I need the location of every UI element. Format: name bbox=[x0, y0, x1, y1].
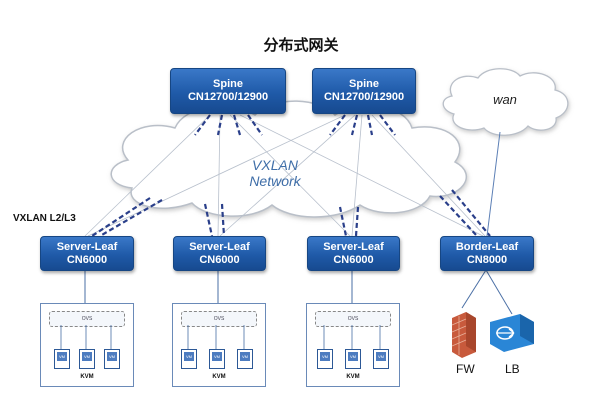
leaf-1-model: CN6000 bbox=[66, 253, 108, 266]
vm-icon: VM bbox=[181, 349, 197, 369]
wan-cloud-shape bbox=[442, 68, 569, 136]
kvm-host-2: OVS VM VM VM KVM bbox=[172, 303, 266, 387]
spine-1-model: CN12700/12900 bbox=[187, 91, 269, 103]
leaf-3-name: Server-Leaf bbox=[323, 240, 384, 253]
vm-icon: VM bbox=[345, 349, 361, 369]
spine-2-name: Spine bbox=[349, 78, 379, 90]
vm-icon: VM bbox=[373, 349, 389, 369]
kvm-host-3: OVS VM VM VM KVM bbox=[306, 303, 400, 387]
vxlan-cloud-label: VXLAN Network bbox=[235, 157, 315, 189]
vm-icon: VM bbox=[79, 349, 95, 369]
border-leaf-model: CN8000 bbox=[466, 253, 508, 266]
page-title: 分布式网关 bbox=[263, 36, 339, 54]
leaf-2-name: Server-Leaf bbox=[189, 240, 250, 253]
kvm-label: KVM bbox=[212, 374, 226, 380]
ovs-switch: OVS bbox=[315, 311, 391, 327]
underlay-links bbox=[84, 114, 486, 237]
wan-link bbox=[486, 131, 501, 237]
kvm-label: KVM bbox=[346, 374, 360, 380]
firewall-icon bbox=[451, 312, 476, 358]
vm-icon: VM bbox=[54, 349, 70, 369]
leaf-host-links bbox=[84, 269, 513, 315]
load-balancer-label: LB bbox=[505, 362, 520, 376]
spine-2-model: CN12700/12900 bbox=[323, 91, 405, 103]
ovs-switch: OVS bbox=[49, 311, 125, 327]
spine-node-2: Spine CN12700/12900 bbox=[312, 68, 416, 114]
leaf-1-name: Server-Leaf bbox=[56, 240, 118, 253]
vxlan-l2l3-label: VXLAN L2/L3 bbox=[13, 213, 76, 224]
vm-links bbox=[323, 325, 381, 349]
vxlan-tunnels bbox=[91, 114, 491, 237]
leaf-node-2: Server-Leaf CN6000 bbox=[173, 236, 266, 271]
vm-icon: VM bbox=[317, 349, 333, 369]
firewall-label: FW bbox=[456, 362, 475, 376]
vm-icon: VM bbox=[104, 349, 120, 369]
leaf-2-model: CN6000 bbox=[199, 253, 240, 266]
wan-label: wan bbox=[493, 92, 517, 107]
vm-links bbox=[60, 325, 112, 349]
leaf-3-model: CN6000 bbox=[333, 253, 374, 266]
cloud-line2: Network bbox=[249, 173, 301, 189]
load-balancer-icon bbox=[490, 314, 534, 352]
vm-icon: VM bbox=[237, 349, 253, 369]
kvm-host-1: OVS VM VM VM KVM bbox=[40, 303, 134, 387]
vm-icon: VM bbox=[209, 349, 225, 369]
spine-1-name: Spine bbox=[213, 78, 243, 90]
leaf-node-3: Server-Leaf CN6000 bbox=[307, 236, 400, 271]
cloud-line1: VXLAN bbox=[252, 157, 298, 173]
kvm-label: KVM bbox=[80, 374, 94, 380]
border-leaf-node: Border-Leaf CN8000 bbox=[440, 236, 534, 271]
vm-links bbox=[187, 325, 245, 349]
leaf-node-1: Server-Leaf CN6000 bbox=[40, 236, 134, 271]
border-leaf-name: Border-Leaf bbox=[455, 240, 519, 253]
spine-node-1: Spine CN12700/12900 bbox=[170, 68, 286, 114]
ovs-switch: OVS bbox=[181, 311, 257, 327]
